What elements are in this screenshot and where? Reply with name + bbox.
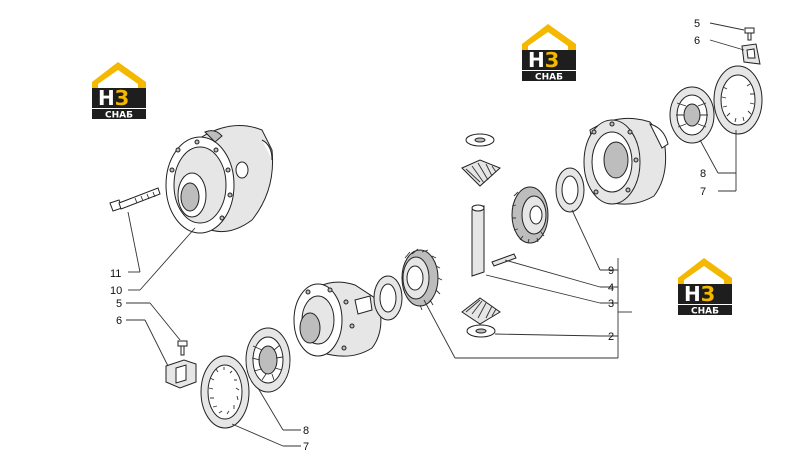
logo-letters: НЗ — [98, 86, 129, 110]
callout-7-bottom: 7 — [303, 441, 309, 453]
logo-plate — [678, 284, 732, 304]
brand-logo-left: НЗ СНАБ — [92, 62, 146, 121]
side-gear-lower — [401, 248, 443, 311]
logo-caption-plate — [92, 109, 146, 119]
bearing-right — [669, 86, 715, 144]
pinion-washer-top — [465, 133, 495, 147]
logo-caption: СНАБ — [105, 111, 133, 121]
logo-letters: НЗ — [684, 282, 715, 306]
callout-8-bottom: 8 — [303, 425, 309, 437]
small-bolt-left — [177, 340, 188, 356]
callout-11: 11 — [110, 268, 121, 280]
adjusting-ring-left — [200, 355, 250, 429]
side-gear-upper — [511, 186, 549, 244]
brand-logo-top: НЗ СНАБ — [522, 24, 576, 83]
callout-5-top: 5 — [694, 18, 700, 30]
logo-caption-plate — [522, 71, 576, 81]
thrust-washer-upper — [555, 167, 585, 213]
pinion-gear-top — [461, 159, 501, 187]
leader-lines — [126, 22, 745, 447]
logo-plate — [522, 50, 576, 70]
housing-half-lower — [293, 281, 382, 357]
adjusting-ring-right — [713, 65, 763, 135]
locking-bracket-top — [741, 43, 761, 65]
logo-roof-icon — [678, 258, 732, 284]
logo-roof-icon — [522, 24, 576, 50]
locking-bracket-left — [165, 359, 197, 389]
logo-plate — [92, 88, 146, 108]
callout-4: 4 — [608, 282, 614, 294]
assembled-differential-housing — [165, 125, 274, 234]
callout-7-right: 7 — [700, 186, 706, 198]
small-bolt-top — [744, 27, 755, 41]
thrust-washer-lower — [373, 275, 403, 321]
bearing-left — [245, 327, 291, 393]
callout-9: 9 — [608, 265, 614, 277]
callout-2: 2 — [608, 331, 614, 343]
callout-8-right: 8 — [700, 168, 706, 180]
short-pin — [491, 253, 517, 267]
logo-caption-plate — [678, 305, 732, 315]
logo-caption: СНАБ — [535, 73, 563, 83]
logo-roof-icon — [92, 62, 146, 88]
callout-6-top: 6 — [694, 35, 700, 47]
cross-shaft — [471, 204, 485, 277]
brand-logo-right: НЗ СНАБ — [678, 258, 732, 317]
callout-3: 3 — [608, 298, 614, 310]
callout-6-left: 6 — [116, 315, 122, 327]
callout-10: 10 — [110, 285, 122, 297]
logo-letters: НЗ — [528, 48, 559, 72]
callout-5-left: 5 — [116, 298, 122, 310]
logo-caption: СНАБ — [691, 307, 719, 317]
bolt-part — [109, 187, 161, 212]
housing-half-upper — [583, 117, 669, 205]
pinion-gear-lower — [461, 297, 501, 338]
